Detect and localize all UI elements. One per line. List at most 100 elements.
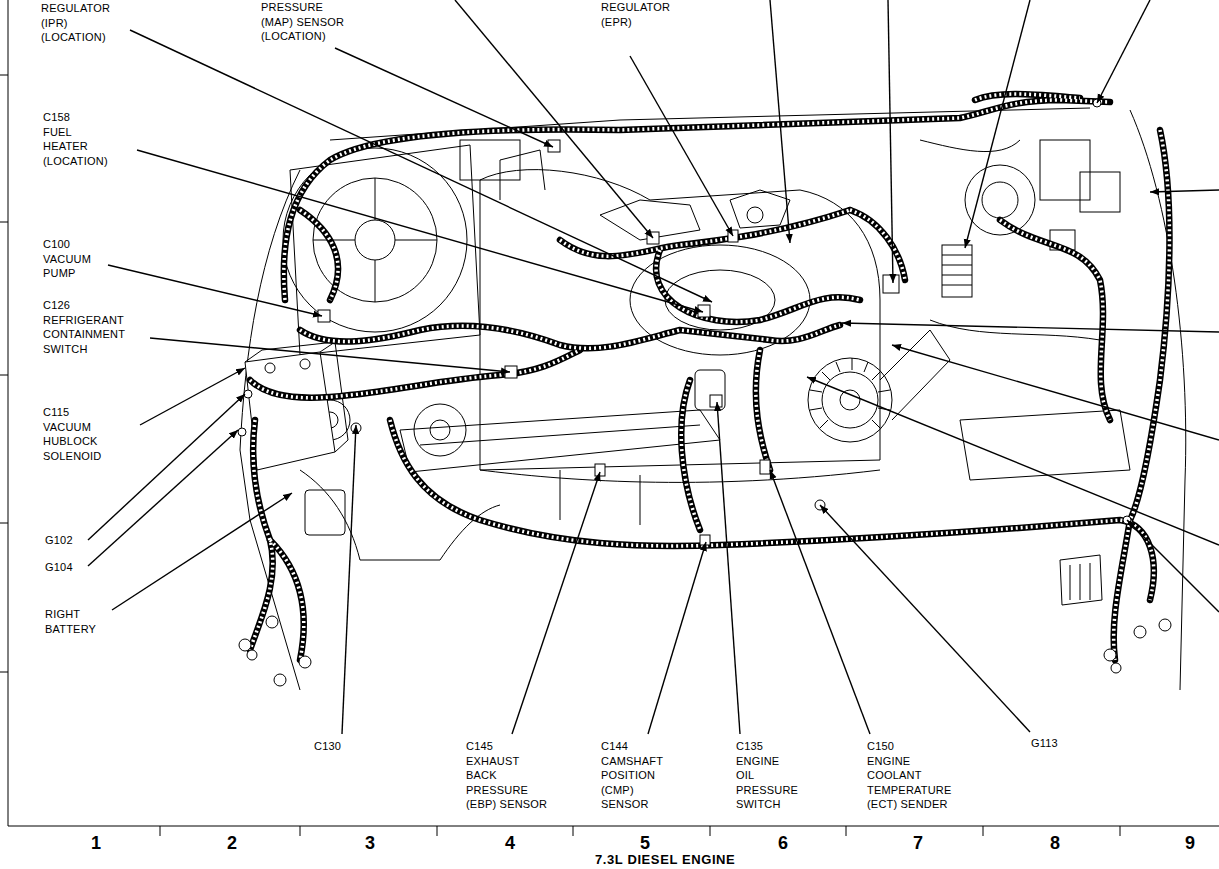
drawing-line (455, 0, 653, 238)
drawing-line (335, 48, 553, 147)
grid-number: 6 (777, 833, 789, 853)
drawing-circle (300, 359, 310, 369)
connector-callout: C158 FUEL HEATER (LOCATION) (42, 110, 109, 168)
drawing-line (770, 470, 870, 734)
label-line: SWITCH (43, 342, 125, 357)
label-line: RIGHT (45, 607, 96, 622)
drawing-rect (1040, 140, 1090, 200)
drawing-use (250, 420, 273, 650)
callout-label: PRESSURE (MAP) SENSOR (LOCATION) (260, 0, 345, 44)
drawing-path (810, 358, 890, 428)
drawing-path (245, 352, 335, 470)
drawing-path (420, 425, 700, 445)
label-line: REGULATOR (41, 1, 110, 16)
drawing-line (137, 150, 703, 312)
drawing-use (1130, 130, 1169, 520)
grid-number: 5 (639, 833, 651, 853)
drawing-path (480, 470, 880, 482)
drawing-use (1130, 130, 1169, 520)
ground-callout: G102 (44, 533, 74, 548)
drawing-path (920, 140, 1100, 340)
label-line: FUEL (43, 125, 108, 140)
drawing-rect (460, 140, 520, 180)
drawing-path (880, 330, 950, 420)
label-line: OIL (736, 768, 798, 783)
drawing-line (108, 265, 322, 316)
drawing-line (150, 338, 510, 372)
connector-callout: C100 VACUUM PUMP (42, 237, 92, 281)
drawing-line (8, 826, 1219, 827)
grid-number: 3 (364, 833, 376, 853)
drawing-path (942, 255, 972, 285)
drawing-circle (965, 165, 1035, 235)
drawing-path (730, 190, 790, 228)
drawing-line (983, 826, 984, 836)
drawing-path (1060, 555, 1102, 605)
label-line: CAMSHAFT (601, 754, 663, 769)
callout-label: REGULATOR (EPR) (600, 0, 671, 29)
label-line: C130 (314, 739, 341, 754)
drawing-line (710, 826, 711, 836)
drawing-line (820, 505, 1030, 732)
label-line: C158 (43, 110, 108, 125)
drawing-line (717, 402, 740, 734)
label-line: C115 (43, 405, 101, 420)
drawing-use (284, 100, 1110, 300)
label-line: (LOCATION) (41, 30, 110, 45)
label-line: HEATER (43, 139, 108, 154)
drawing-line (1150, 190, 1219, 192)
drawing-use (300, 210, 338, 300)
drawing-use (390, 420, 1154, 600)
label-line: COOLANT (867, 768, 952, 783)
drawing-circle (265, 363, 275, 373)
label-line: POSITION (601, 768, 663, 783)
drawing-line (437, 826, 438, 836)
connector-callout: C145 EXHAUST BACK PRESSURE (EBP) SENSOR (465, 739, 548, 812)
label-line: C150 (867, 739, 952, 754)
drawing-line (112, 493, 292, 610)
drawing-use (975, 94, 1080, 100)
engine-structure (240, 108, 1186, 690)
label-line: SENSOR (601, 797, 663, 812)
label-line: REGULATOR (601, 0, 670, 15)
grid-number: 2 (226, 833, 238, 853)
drawing-circle (1134, 626, 1146, 638)
drawing-rect (305, 490, 345, 535)
drawing-line (300, 826, 301, 836)
connector-callout: C126 REFRIGERANT CONTAINMENT SWITCH (42, 298, 126, 356)
ground-callout: G104 (44, 560, 74, 575)
drawing-g (250, 94, 1169, 660)
connector-callout: C115 VACUUM HUBLOCK SOLENOID (42, 405, 102, 463)
drawing-use (681, 380, 700, 530)
label-line: VACUUM (43, 252, 91, 267)
drawing-circle (414, 404, 466, 456)
label-line: G113 (1031, 736, 1058, 751)
drawing-line (770, 0, 790, 243)
drawing-path (1130, 110, 1186, 690)
label-line: G104 (45, 560, 73, 575)
drawing-line (1120, 826, 1121, 836)
label-line: PRESSURE (261, 0, 344, 15)
drawing-path (245, 342, 335, 362)
drawing-line (846, 826, 847, 836)
drawing-line (0, 375, 8, 376)
drawing-use (975, 94, 1080, 100)
wire-harness (250, 94, 1169, 660)
drawing-circle (840, 390, 860, 410)
label-line: (MAP) SENSOR (261, 15, 344, 30)
label-line: EXHAUST (466, 754, 547, 769)
label-line: BACK (466, 768, 547, 783)
drawing-path (500, 150, 545, 200)
page-frame (0, 0, 1219, 836)
drawing-use (284, 100, 1110, 300)
drawing-circle (274, 674, 286, 686)
drawing-line (965, 0, 1030, 248)
label-line: SOLENOID (43, 449, 101, 464)
connector-callout: C135 ENGINE OIL PRESSURE SWITCH (735, 739, 799, 812)
drawing-circle (244, 390, 252, 398)
connector-callout: C150 ENGINE COOLANT TEMPERATURE (ECT) SE… (866, 739, 953, 812)
drawing-rect (883, 275, 899, 293)
label-line: PRESSURE (736, 783, 798, 798)
drawing-circle (1104, 649, 1116, 661)
